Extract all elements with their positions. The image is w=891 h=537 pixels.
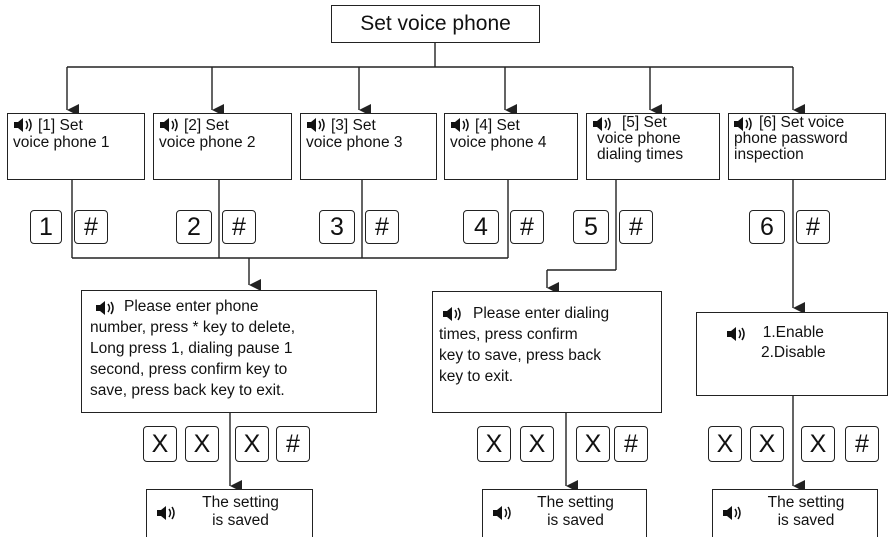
key-hash: #: [845, 426, 879, 462]
speaker-icon: [727, 327, 745, 341]
diagram-title: Set voice phone: [360, 12, 511, 35]
key-x: X: [576, 426, 610, 462]
speaker-icon: [593, 117, 611, 131]
speaker-icon: [157, 506, 175, 520]
step-label: [2] Set voice phone 2: [159, 117, 256, 151]
step-label: [1] Set voice phone 1: [13, 117, 110, 151]
phone-number-prompt: Please enter phone number, press * key t…: [90, 298, 296, 399]
key-x: X: [185, 426, 219, 462]
saved-message: The setting is saved: [202, 494, 279, 529]
speaker-icon: [307, 118, 325, 132]
key-hash: #: [614, 426, 648, 462]
saved-message: The setting is saved: [537, 494, 614, 529]
speaker-icon: [443, 307, 461, 321]
key-x: X: [801, 426, 835, 462]
phone-number-prompt-box: Please enter phone number, press * key t…: [81, 290, 377, 413]
speaker-icon: [96, 301, 114, 315]
step-box-1: [1] Set voice phone 1: [7, 113, 145, 180]
key-hash: #: [619, 210, 653, 244]
key-hash: #: [796, 210, 830, 244]
key-hash: #: [222, 210, 256, 244]
saved-box: The setting is saved: [482, 489, 647, 537]
speaker-icon: [451, 118, 469, 132]
step-box-6: [6] Set voice phone password inspection: [728, 113, 886, 180]
step-label: [6] Set voice phone password inspection: [734, 114, 848, 163]
speaker-icon: [14, 118, 32, 132]
key-digit-2: 2: [176, 210, 212, 244]
key-x: X: [235, 426, 269, 462]
dialing-times-prompt-box: Please enter dialing times, press confir…: [432, 291, 662, 413]
step-label: [4] Set voice phone 4: [450, 117, 547, 151]
password-options: 1.Enable 2.Disable: [761, 324, 826, 361]
key-digit-1: 1: [30, 210, 62, 244]
key-x: X: [708, 426, 742, 462]
key-x: X: [477, 426, 511, 462]
step-box-5: [5] Set voice phone dialing times: [586, 113, 720, 180]
key-hash: #: [276, 426, 310, 462]
key-x: X: [143, 426, 177, 462]
key-hash: #: [365, 210, 399, 244]
step-box-3: [3] Set voice phone 3: [300, 113, 437, 180]
saved-box: The setting is saved: [712, 489, 878, 537]
speaker-icon: [723, 506, 741, 520]
title-box: Set voice phone: [331, 5, 540, 43]
step-box-2: [2] Set voice phone 2: [153, 113, 292, 180]
key-digit-3: 3: [319, 210, 355, 244]
password-options-box: 1.Enable 2.Disable: [696, 312, 888, 396]
step-label: [5] Set voice phone dialing times: [597, 114, 684, 163]
speaker-icon: [493, 506, 511, 520]
key-digit-6: 6: [749, 210, 785, 244]
key-digit-4: 4: [463, 210, 499, 244]
dialing-times-prompt: Please enter dialing times, press confir…: [439, 305, 610, 385]
step-label: [3] Set voice phone 3: [306, 117, 403, 151]
key-hash: #: [74, 210, 108, 244]
saved-box: The setting is saved: [146, 489, 313, 537]
key-digit-5: 5: [573, 210, 609, 244]
key-hash: #: [510, 210, 544, 244]
key-x: X: [520, 426, 554, 462]
step-box-4: [4] Set voice phone 4: [444, 113, 578, 180]
speaker-icon: [160, 118, 178, 132]
key-x: X: [750, 426, 784, 462]
speaker-icon: [734, 117, 752, 131]
saved-message: The setting is saved: [767, 494, 845, 529]
